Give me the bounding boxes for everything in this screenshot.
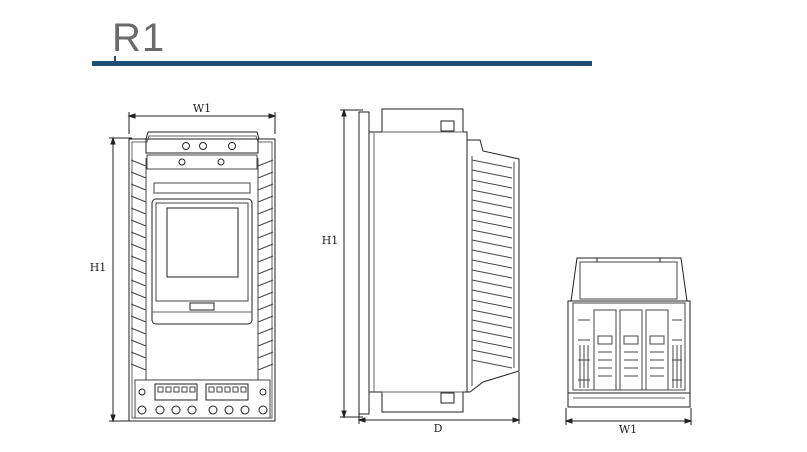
side-mounting-plate (358, 111, 370, 415)
bottom-terminal-columns (578, 309, 682, 391)
bottom-width-label: W1 (619, 423, 637, 436)
front-height-label: H1 (90, 261, 107, 274)
bottom-width-dimension: W1 (564, 408, 693, 436)
side-height-label: H1 (322, 234, 339, 247)
front-left-vents (130, 158, 147, 380)
title-underline-tick (114, 56, 116, 66)
title-underline (92, 61, 592, 66)
top-terminal-bar (145, 138, 259, 154)
front-height-dimension: H1 (90, 136, 132, 423)
front-width-dimension: W1 (127, 102, 277, 134)
page-title: R1 (112, 16, 166, 60)
front-view: W1 H1 (90, 102, 277, 423)
side-depth-label: D (434, 422, 443, 435)
display-screen (166, 207, 239, 278)
front-right-vents (257, 158, 274, 380)
bottom-view: W1 (564, 257, 693, 436)
keypad-display-module (151, 198, 253, 325)
bottom-terminal-block-left (154, 383, 198, 401)
bottom-terminal-block-right (205, 383, 249, 401)
side-heatsink-profile (466, 139, 520, 393)
side-body-outline (368, 108, 468, 413)
front-width-label: W1 (193, 102, 211, 115)
bottom-view-base (567, 392, 691, 408)
side-depth-dimension: D (357, 372, 521, 435)
side-vents (471, 156, 515, 386)
side-view: H1 D (322, 108, 521, 435)
bottom-view-body (567, 300, 691, 394)
bottom-view-hood (570, 257, 688, 302)
front-body-outline (128, 131, 276, 422)
side-height-dimension: H1 (322, 108, 363, 419)
